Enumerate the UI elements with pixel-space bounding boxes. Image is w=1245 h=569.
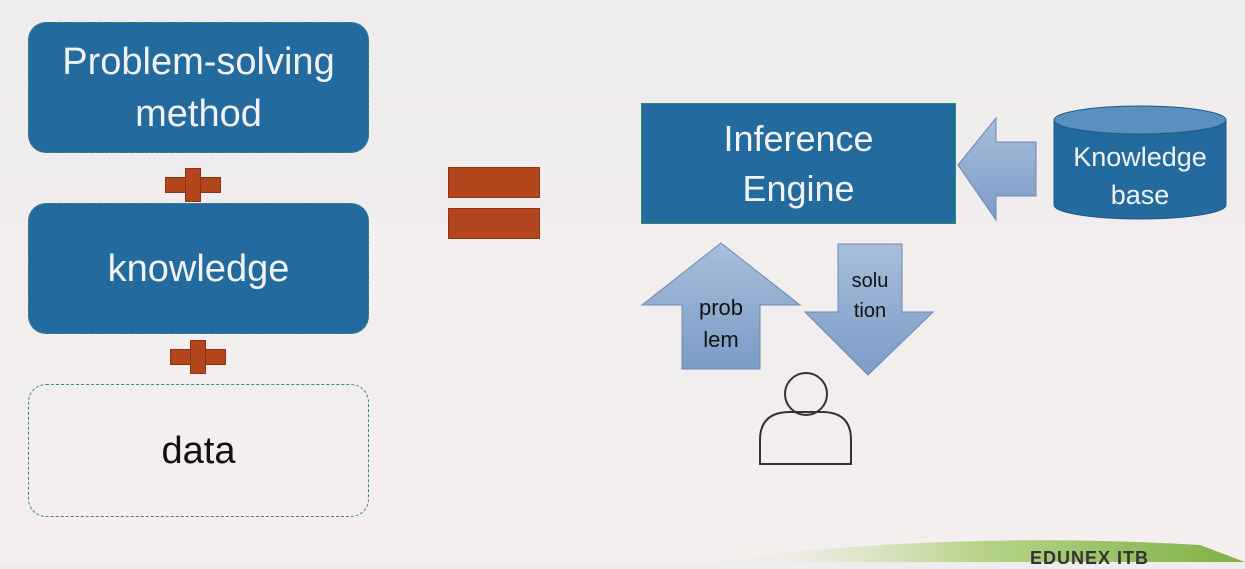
arrow-left-icon xyxy=(957,116,1037,222)
arrow-up-icon xyxy=(640,242,802,370)
knowledge-label: knowledge xyxy=(107,247,290,290)
knowledge-base-label: Knowledge base xyxy=(1073,142,1207,210)
data-box: data xyxy=(28,384,369,517)
equals-bar-bottom xyxy=(448,208,540,239)
plus-icon xyxy=(170,340,226,374)
green-swoosh xyxy=(700,540,1245,562)
data-label: data xyxy=(161,429,236,472)
database-icon xyxy=(1053,105,1227,220)
engine-label: Inference Engine xyxy=(723,117,874,209)
knowledge-box: knowledge xyxy=(28,203,369,334)
edunex-logo: EDUNEX ITB xyxy=(1030,548,1150,568)
equals-bar-top xyxy=(448,167,540,198)
problem-label: prob lem xyxy=(698,295,744,352)
arrow-down-icon xyxy=(803,243,935,376)
solution-label: solu tion xyxy=(851,270,889,322)
plus-icon xyxy=(165,168,221,202)
problem-solving-method-box: Problem-solving method xyxy=(28,22,369,153)
inference-engine-box: Inference Engine xyxy=(641,103,956,224)
method-label: Problem-solving method xyxy=(62,40,335,135)
user-icon xyxy=(759,372,852,465)
